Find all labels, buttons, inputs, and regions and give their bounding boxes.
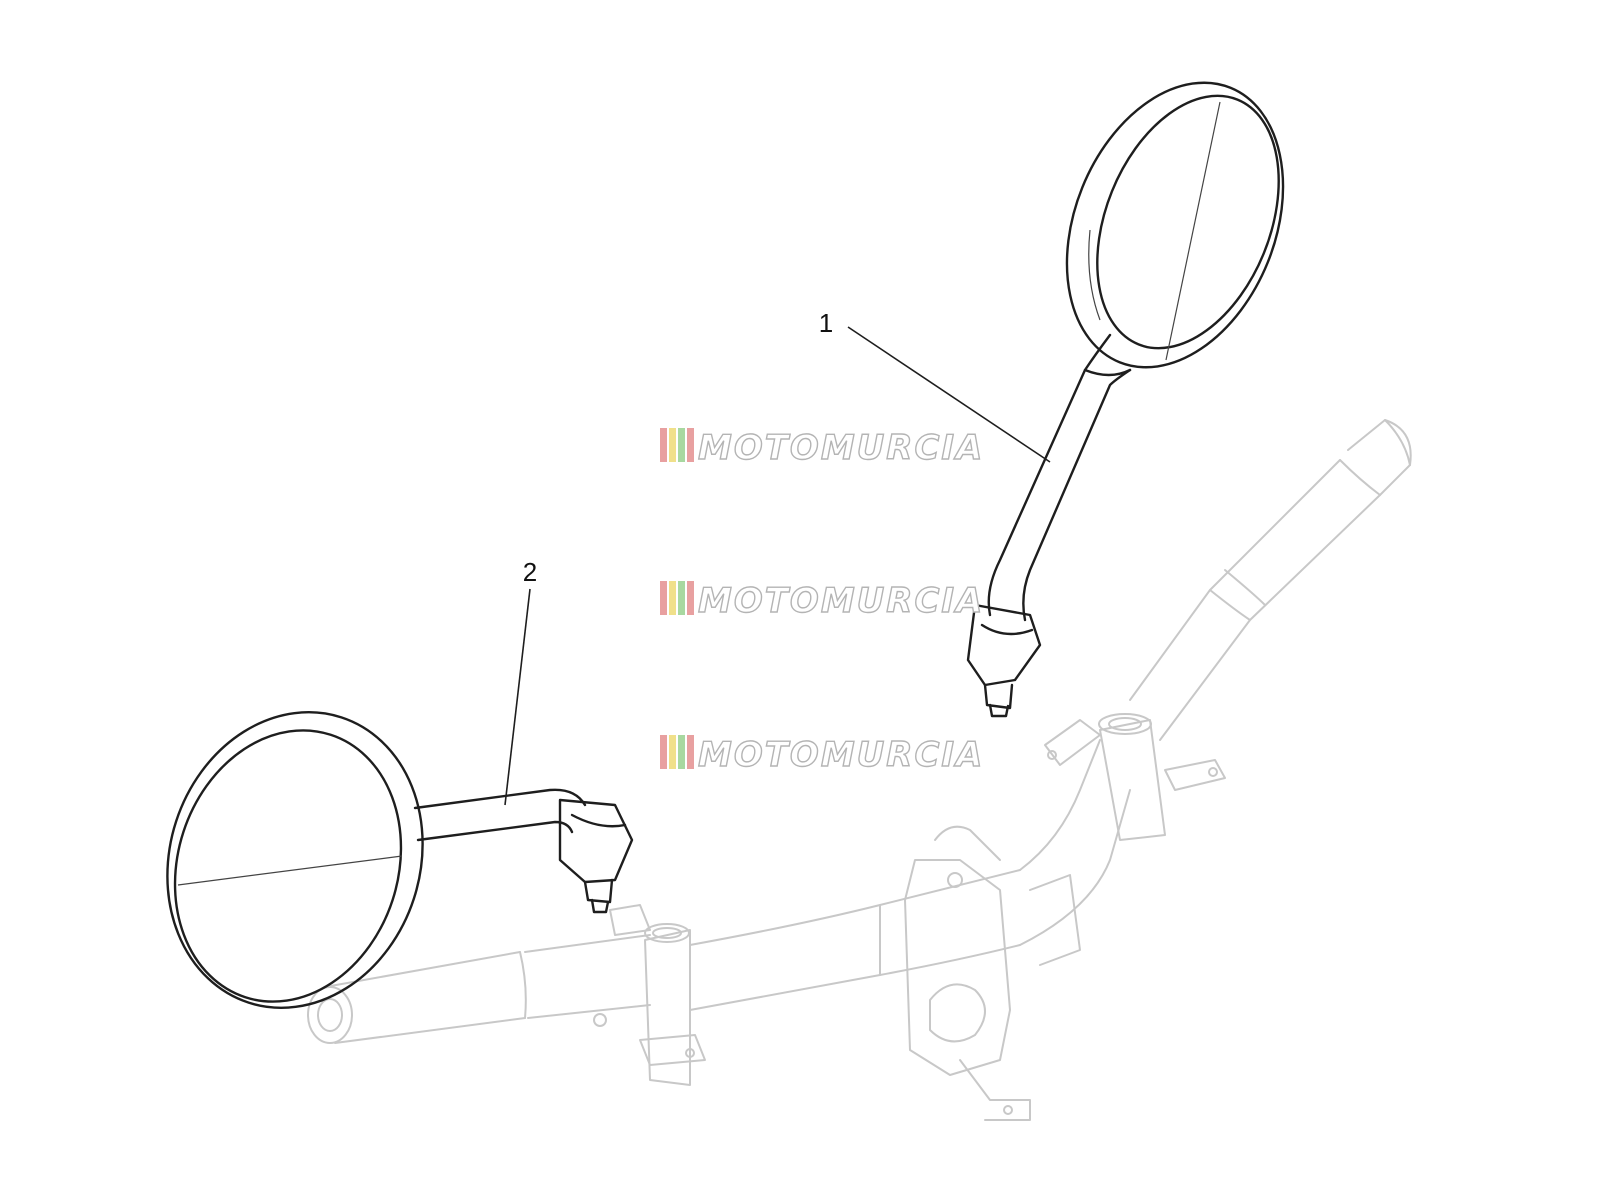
callout-2-label: 2 (523, 557, 537, 587)
callout-1: 1 (819, 308, 1051, 463)
watermark-2-text: MOTOMURCIA (698, 581, 984, 621)
handlebar-assembly (307, 419, 1412, 1121)
callout-2-leader (504, 588, 531, 806)
watermark-1: MOTOMURCIA (660, 427, 984, 469)
watermark-2: MOTOMURCIA (660, 580, 984, 622)
watermark-3-text: MOTOMURCIA (698, 735, 984, 775)
watermark-1-text: MOTOMURCIA (698, 428, 984, 468)
callout-2: 2 (504, 557, 537, 806)
mirror-right (966, 81, 1285, 718)
watermark-3: MOTOMURCIA (660, 734, 984, 776)
callout-1-label: 1 (819, 308, 833, 338)
mirror-left (166, 711, 634, 1009)
callout-1-leader (847, 326, 1051, 463)
